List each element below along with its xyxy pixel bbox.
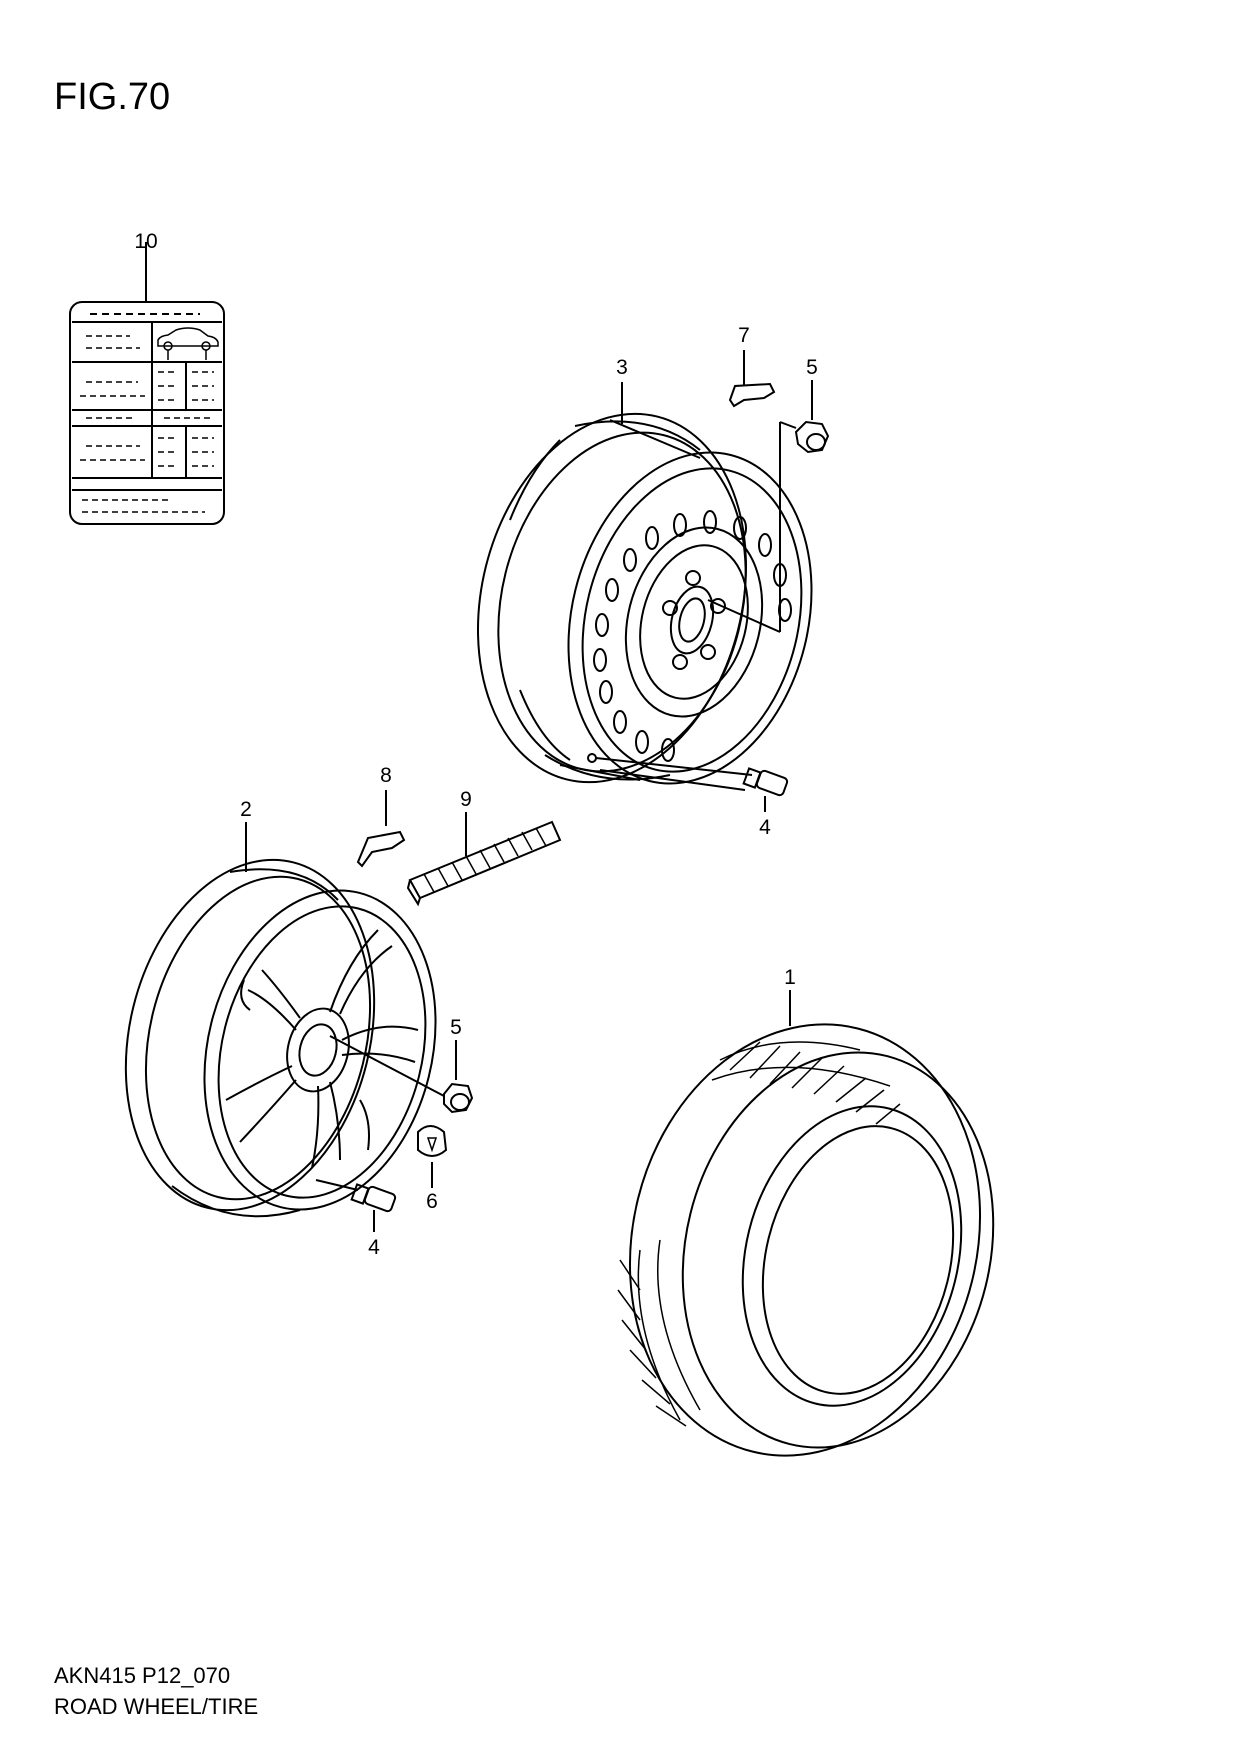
callout-5-nut-alloy: 5	[450, 1016, 462, 1039]
tire-placard-label	[70, 242, 224, 524]
valve-stem-alloy	[352, 1184, 397, 1232]
adhesive-balance-weights	[408, 812, 560, 904]
lug-nut-alloy	[444, 1040, 472, 1112]
diagram-code: AKN415 P12_070	[54, 1663, 231, 1688]
callout-10-tire-label: 10	[134, 230, 158, 253]
lug-nut-steel	[708, 380, 828, 632]
callout-3-steel-wheel: 3	[616, 356, 628, 379]
callout-8-weight-clip: 8	[380, 764, 392, 787]
alloy-wheel-drawing	[91, 822, 468, 1237]
valve-stem-steel	[744, 768, 789, 812]
figure-title: FIG.70	[54, 76, 171, 118]
callout-4-valve-steel: 4	[759, 816, 771, 839]
callout-5-nut-steel: 5	[806, 356, 818, 379]
center-cap	[418, 1126, 446, 1188]
weight-clip-steel	[730, 350, 774, 406]
weight-clip-alloy	[358, 790, 404, 866]
callout-6-center-cap: 6	[426, 1190, 438, 1213]
diagram-title: ROAD WHEEL/TIRE	[54, 1694, 259, 1719]
callout-1-tire: 1	[784, 966, 796, 989]
callout-4-valve-alloy: 4	[368, 1236, 380, 1259]
callout-9-adhesive-weight: 9	[460, 788, 472, 811]
callout-2-alloy-wheel: 2	[240, 798, 252, 821]
callout-7-weight-clip: 7	[738, 324, 750, 347]
tire-drawing	[585, 987, 1033, 1493]
steel-wheel-drawing	[441, 382, 846, 811]
